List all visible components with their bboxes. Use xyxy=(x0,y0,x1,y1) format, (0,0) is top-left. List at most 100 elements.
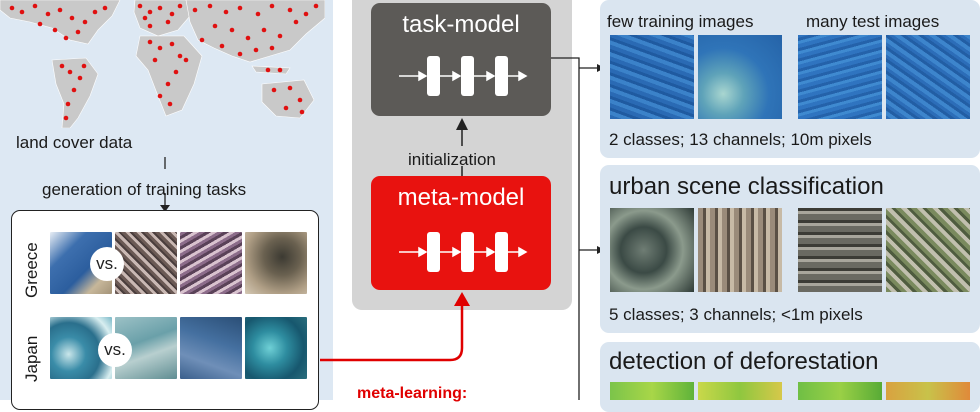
task-connector-lines xyxy=(551,57,605,400)
task-model-layer-3 xyxy=(495,56,508,96)
map-dot xyxy=(183,57,189,63)
map-dot xyxy=(277,33,283,39)
map-dot xyxy=(293,19,299,25)
map-dot xyxy=(137,3,143,9)
map-dot xyxy=(75,29,81,35)
world-map xyxy=(0,0,325,128)
map-dot xyxy=(169,11,175,17)
deforestation-train-image-2 xyxy=(698,382,782,400)
meta-model-layer-2 xyxy=(461,232,474,272)
map-dot xyxy=(152,57,158,63)
country-label-japan: Japan xyxy=(22,335,41,382)
map-dot xyxy=(237,51,243,57)
task-model-network-icon xyxy=(399,70,528,82)
map-dot xyxy=(253,47,259,53)
task-model-label: task-model xyxy=(402,11,520,38)
map-dot xyxy=(19,9,25,15)
map-dot xyxy=(212,23,218,29)
land-cover-label: land cover data xyxy=(16,133,133,152)
map-dot xyxy=(173,69,179,75)
map-dot xyxy=(32,3,38,9)
map-dot xyxy=(223,9,229,15)
water-test-image-2 xyxy=(886,35,970,119)
task-model-box: task-model xyxy=(371,3,551,116)
task-model-layer-2 xyxy=(461,56,474,96)
map-dot xyxy=(219,43,225,49)
meta-model-box: meta-model xyxy=(371,176,551,290)
map-dot xyxy=(269,3,275,9)
urban-train-image-1 xyxy=(610,208,694,292)
greece-image-2 xyxy=(115,232,177,294)
map-dot xyxy=(269,45,275,51)
water-train-image-1 xyxy=(610,35,694,119)
urban-test-image-2 xyxy=(886,208,970,292)
map-dot xyxy=(52,27,58,33)
map-dot xyxy=(57,7,63,13)
map-dot xyxy=(177,3,183,9)
map-dot xyxy=(313,3,319,9)
map-dot xyxy=(165,81,171,87)
task-model-layer-1 xyxy=(427,56,440,96)
urban-task-caption: 5 classes; 3 channels; <1m pixels xyxy=(609,305,863,324)
map-dot xyxy=(167,101,173,107)
map-dot xyxy=(245,35,251,41)
urban-test-image-1 xyxy=(798,208,882,292)
map-dot xyxy=(77,75,83,81)
map-dot xyxy=(237,5,243,11)
map-dot xyxy=(287,85,293,91)
map-dot xyxy=(297,97,303,103)
urban-task-title: urban scene classification xyxy=(609,173,884,200)
generation-label: generation of training tasks xyxy=(42,180,247,199)
meta-model-layer-3 xyxy=(495,232,508,272)
meta-learning-arrow xyxy=(320,292,470,362)
map-dot xyxy=(177,53,183,59)
meta-model-label: meta-model xyxy=(397,184,525,211)
africa-shape xyxy=(135,35,203,117)
initialization-label: initialization xyxy=(408,150,496,169)
deforestation-test-image-2 xyxy=(886,382,970,400)
map-dot xyxy=(65,101,71,107)
map-dot xyxy=(9,5,15,11)
map-dot xyxy=(261,27,267,33)
map-dot xyxy=(165,19,171,25)
meta-model-network-icon xyxy=(399,246,528,258)
map-dot xyxy=(81,63,87,69)
initialization-arrow xyxy=(456,118,468,176)
south-america-shape xyxy=(51,57,99,128)
north-america-shape xyxy=(0,0,121,45)
map-dot xyxy=(102,5,108,11)
map-dot xyxy=(71,87,77,93)
map-dot xyxy=(45,11,51,17)
greece-image-3 xyxy=(180,232,242,294)
australia-shape xyxy=(261,79,315,119)
map-dot xyxy=(157,45,163,51)
asia-shape xyxy=(185,0,325,63)
map-dot xyxy=(147,23,153,29)
greece-vs-badge: vs. xyxy=(90,247,124,281)
indonesia-shape xyxy=(251,65,291,75)
urban-train-image-2 xyxy=(698,208,782,292)
meta-model-layer-1 xyxy=(427,232,440,272)
map-dot xyxy=(283,105,289,111)
map-dot xyxy=(277,67,283,73)
map-dot xyxy=(37,21,43,27)
deforestation-train-image-1 xyxy=(610,382,694,400)
map-dot xyxy=(157,5,163,11)
map-dot xyxy=(303,11,309,17)
few-training-images-label: few training images xyxy=(607,12,754,31)
map-dot xyxy=(142,15,148,21)
map-dot xyxy=(169,41,175,47)
map-dot xyxy=(207,3,213,9)
japan-image-3 xyxy=(180,317,242,379)
map-dot xyxy=(157,93,163,99)
japan-image-4 xyxy=(245,317,307,379)
water-task-caption: 2 classes; 13 channels; 10m pixels xyxy=(609,130,872,149)
map-dot xyxy=(271,87,277,93)
deforestation-test-image-1 xyxy=(798,382,882,400)
greece-image-4 xyxy=(245,232,307,294)
map-dot xyxy=(287,7,293,13)
map-dot xyxy=(265,67,271,73)
deforestation-task-title: detection of deforestation xyxy=(609,348,879,375)
map-dot xyxy=(63,115,69,121)
map-dot xyxy=(69,15,75,21)
